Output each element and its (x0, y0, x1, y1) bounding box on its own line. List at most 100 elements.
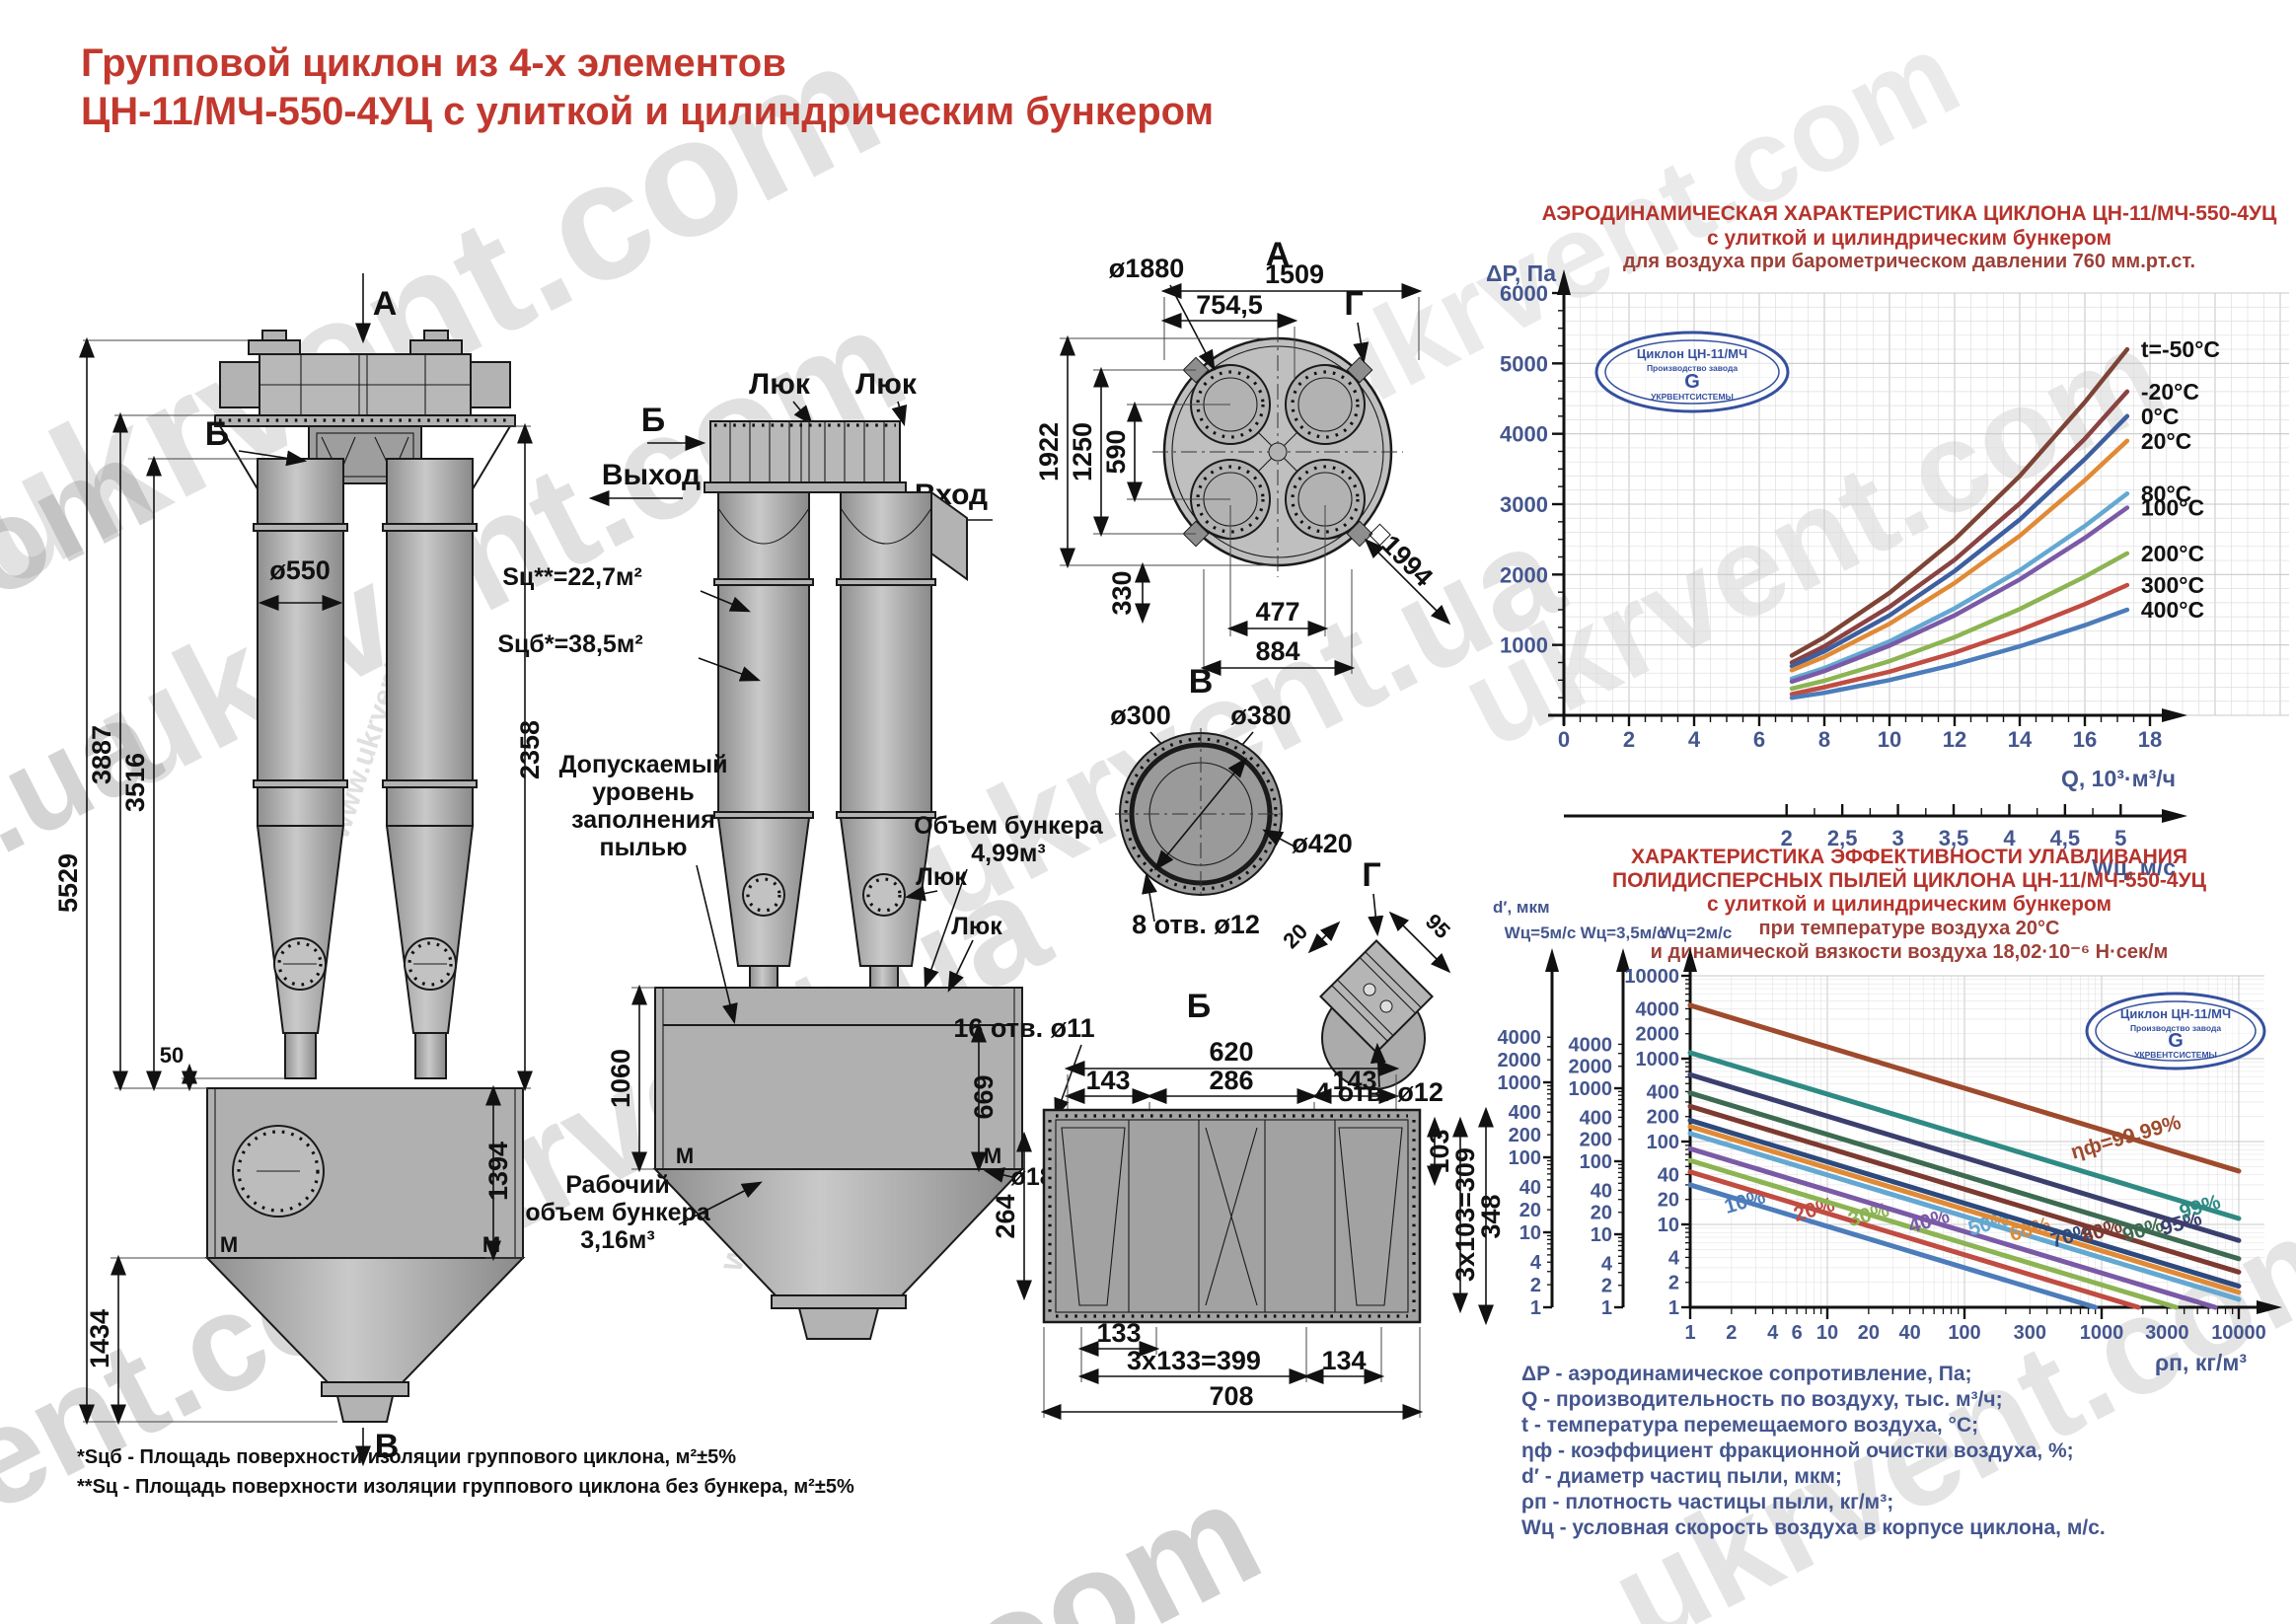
generated-label: 6 (1753, 727, 1765, 752)
generated-label: 2000 (1498, 1050, 1542, 1071)
chart-ticks: 1241020401002004001000200040001241020401… (1498, 948, 2266, 1344)
view-marker-a: А (373, 285, 398, 323)
inlet-flange-view-b: Б 16 отв. ø11 620 143 286 143 (953, 988, 1506, 1420)
viewb-body (1042, 1108, 1422, 1324)
legend-line: Q - производительность по воздуху, тыс. … (1521, 1388, 2003, 1411)
generated-label: 100 (1948, 1322, 1980, 1344)
footnote-line: *Sцб - Площадь поверхности изоляции груп… (77, 1446, 736, 1468)
page-title-line1: Групповой циклон из 4-х элементов (81, 41, 786, 85)
dim-label: 50 (160, 1043, 184, 1068)
generated-label: 6000 (1500, 281, 1548, 306)
generated-label: 3 (1891, 826, 1903, 850)
generated-label: 10 (1519, 1222, 1541, 1244)
dim-label: 330 (1107, 570, 1137, 615)
generated-label: 2 (1726, 1322, 1737, 1344)
generated-label: 4000 (1569, 1034, 1613, 1056)
axis-label-w5: Wц=5м/с (1505, 923, 1577, 942)
logo-text: УКРВЕНТСИСТЕМЫ (1651, 392, 1734, 402)
dim-label: 95 (1421, 909, 1455, 943)
y-axis-label: ΔP, Па (1486, 260, 1556, 286)
generated-label: 20 (1591, 1203, 1612, 1224)
generated-label: 20 (1858, 1322, 1880, 1344)
viewb-dims-top: 620 143 286 143 (1064, 1037, 1400, 1112)
generated-label: 100 (1647, 1132, 1679, 1153)
note-line: пылью (599, 834, 687, 861)
chart-condition: и динамической вязкости воздуха 18,02·10… (1651, 941, 2169, 963)
generated-label: 5 (2114, 826, 2126, 850)
dim-label: 754,5 (1196, 290, 1263, 320)
logo-text: УКРВЕНТСИСТЕМЫ (2134, 1050, 2217, 1060)
dim-label: 20 (1278, 919, 1312, 953)
hatch-right-notes: Люк Объем бункера 4,99м³ Люк (904, 812, 1104, 993)
series-line (1789, 389, 2130, 665)
series-line (1789, 505, 2130, 685)
view-marker-g: Г (1344, 285, 1363, 323)
bunker-volume-note: Объем бункера (914, 812, 1104, 840)
top-view-a: А (1034, 236, 1451, 676)
legend-line: ΔP - аэродинамическое сопротивление, Па; (1521, 1363, 1972, 1385)
generated-label: 16 (2073, 727, 2097, 752)
chart-condition: при температуре воздуха 20°С (1759, 918, 2060, 939)
generated-label: 2 (1530, 1275, 1541, 1296)
logo-emblem: G (1684, 371, 1700, 393)
dim-label: ø380 (1230, 701, 1292, 730)
efficiency-chart: ХАРАКТЕРИСТИКА ЭФФЕКТИВНОСТИ УЛАВЛИВАНИЯ… (1493, 846, 2282, 1375)
generated-label: 4 (1767, 1322, 1779, 1344)
generated-label: 14 (2008, 727, 2033, 752)
efficiency-line (1687, 1124, 2242, 1295)
generated-label: 0 (1558, 727, 1570, 752)
efficiency-line (1687, 1050, 2242, 1221)
generated-label: 4 (1668, 1247, 1680, 1269)
generated-label: 1 (1668, 1297, 1679, 1319)
chart-axis-lines (1548, 269, 2187, 823)
dim-label: 590 (1101, 429, 1131, 474)
dim-label: 620 (1209, 1037, 1253, 1067)
weld-mark: М (984, 1144, 1001, 1168)
generated-label: 400 (1647, 1081, 1679, 1103)
generated-label: 300°C (2141, 572, 2204, 598)
logo-emblem: G (2168, 1030, 2184, 1052)
dim-label: 143 (1085, 1066, 1130, 1095)
flange-body (1115, 728, 1287, 900)
generated-label: 2000 (1500, 562, 1548, 587)
side-surface-notes: Sц**=22,7м² Sцб*=38,5м² (497, 563, 762, 682)
series-line (1789, 346, 2130, 658)
efficiency-line (1687, 1090, 2242, 1262)
efficiency-line (1687, 1182, 2099, 1310)
generated-label: 10000 (2211, 1322, 2266, 1344)
generated-label: 2 (1623, 727, 1635, 752)
x-axis-label: Q, 10³·м³/ч (2061, 766, 2176, 791)
generated-label: 100 (1509, 1147, 1541, 1169)
aero-chart: АЭРОДИНАМИЧЕСКАЯ ХАРАКТЕРИСТИКА ЦИКЛОНА … (1486, 202, 2289, 880)
generated-label: 400°C (2141, 597, 2204, 623)
logo-text: Циклон ЦН-11/МЧ (2120, 1006, 2231, 1021)
generated-label: 8 (1818, 727, 1830, 752)
generated-label: 2 (1668, 1273, 1679, 1294)
dim-label: 16 отв. ø11 (953, 1013, 1094, 1043)
viewb-dims-sides: 264 103 3x103=309 348 (991, 1106, 1506, 1326)
dim-label: ø420 (1292, 829, 1353, 858)
generated-label: 400 (1509, 1102, 1541, 1124)
generated-label: ηф=99,99% (2068, 1111, 2184, 1164)
series-line (1789, 607, 2130, 701)
chart-series: 10%20%30%40%50%60%70%80%90%95%99%ηф=99,9… (1687, 1002, 2242, 1310)
generated-label: 1000 (1569, 1078, 1613, 1100)
generated-label: 300 (2014, 1322, 2046, 1344)
generated-label: 12 (1943, 727, 1966, 752)
note-line: Рабочий (565, 1171, 670, 1199)
view-marker-v: В (375, 1428, 400, 1465)
front-body: М М (204, 330, 526, 1423)
generated-label: 80°C (2141, 480, 2191, 506)
chart-legend-definitions: ΔP - аэродинамическое сопротивление, Па;… (1521, 1362, 2293, 1541)
footnote-line: **Sц - Площадь поверхности изоляции груп… (77, 1476, 854, 1498)
view-marker-b: Б (1187, 988, 1211, 1025)
generated-label: 40 (1658, 1164, 1679, 1186)
dim-label: 477 (1255, 597, 1299, 627)
generated-label: 4 (2003, 826, 2016, 850)
chart-condition: для воздуха при барометрическом давлении… (1623, 251, 2195, 272)
series-line (1789, 491, 2130, 682)
logo-text: Производство завода (2130, 1023, 2221, 1033)
dim-label: 286 (1209, 1066, 1253, 1095)
side-body: М М (652, 420, 1025, 1340)
